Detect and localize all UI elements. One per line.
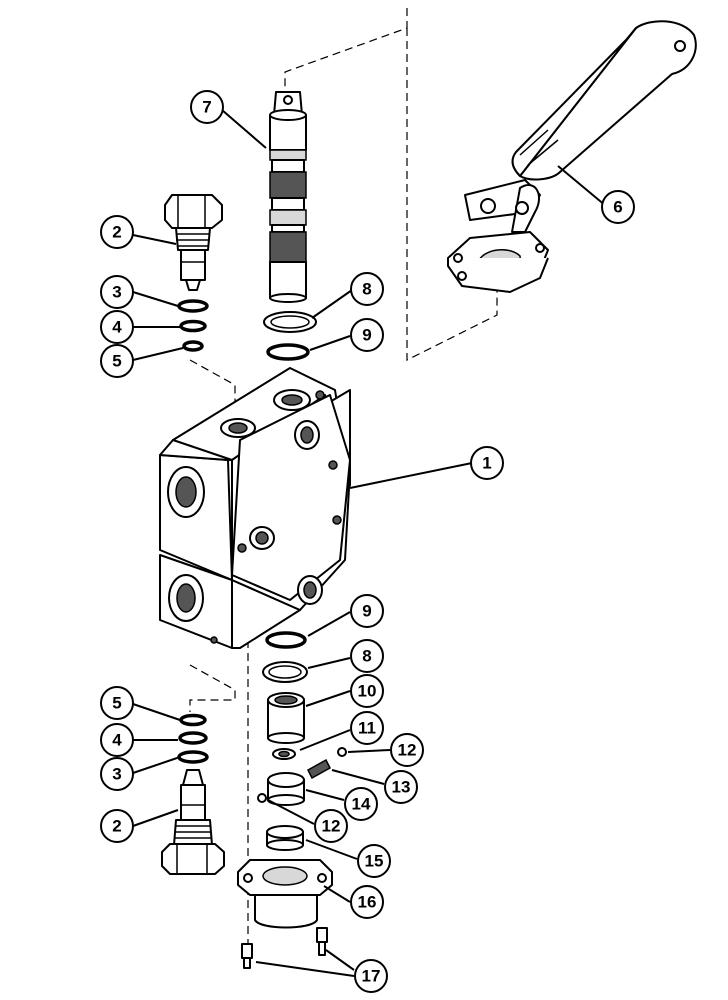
upper-orings — [177, 299, 209, 352]
callout-15: 15 — [357, 844, 391, 878]
upper-washer-and-oring — [263, 311, 317, 361]
callout-16-label: 16 — [358, 893, 377, 912]
callout-3-upper-label: 3 — [112, 283, 121, 302]
callout-2-upper: 2 — [100, 215, 134, 249]
callout-11: 11 — [350, 711, 384, 745]
callout-9-lower: 9 — [350, 594, 384, 628]
callout-5-upper-label: 5 — [112, 352, 121, 371]
detent-parts — [257, 747, 347, 851]
callout-2-lower: 2 — [100, 809, 134, 843]
callout-9-lower-label: 9 — [362, 602, 371, 621]
end-cap — [237, 859, 333, 929]
callout-8-lower: 8 — [350, 639, 384, 673]
callout-8-lower-label: 8 — [362, 647, 371, 666]
sleeve — [267, 692, 305, 744]
lower-orings — [177, 713, 209, 764]
callout-13-label: 13 — [392, 778, 411, 797]
callout-10: 10 — [350, 674, 384, 708]
callout-2-upper-label: 2 — [112, 223, 121, 242]
callout-4-lower: 4 — [100, 723, 134, 757]
callout-4-upper-label: 4 — [112, 318, 122, 337]
callout-9-upper: 9 — [350, 318, 384, 352]
callout-1-label: 1 — [482, 454, 491, 473]
callout-3-upper: 3 — [100, 275, 134, 309]
callout-17-label: 17 — [362, 967, 381, 986]
callout-4-lower-label: 4 — [112, 731, 122, 750]
callout-3-lower-label: 3 — [112, 765, 121, 784]
leader-lines — [132, 109, 607, 977]
assembly-centerlines — [189, 8, 498, 950]
control-lever-assembly — [447, 20, 697, 293]
valve-body — [159, 367, 351, 649]
cap-bolts — [241, 927, 328, 969]
callout-3-lower: 3 — [100, 757, 134, 791]
upper-relief-valve — [164, 194, 223, 291]
callout-6-label: 6 — [613, 198, 622, 217]
callout-5-upper: 5 — [100, 344, 134, 378]
callout-17: 17 — [354, 959, 388, 993]
callout-12-lower-label: 12 — [322, 817, 341, 836]
callout-12-lower: 12 — [314, 809, 348, 843]
callout-12-upper: 12 — [390, 733, 424, 767]
callout-12-upper-label: 12 — [398, 741, 417, 760]
callout-8-upper: 8 — [350, 272, 384, 306]
lower-relief-valve — [161, 769, 225, 875]
callout-11-label: 11 — [358, 719, 376, 738]
callout-1: 1 — [470, 446, 504, 480]
lower-oring-and-washer — [262, 631, 308, 683]
callout-13: 13 — [384, 770, 418, 804]
callout-2-lower-label: 2 — [112, 817, 121, 836]
callout-10-label: 10 — [358, 682, 377, 701]
callout-5-lower: 5 — [100, 686, 134, 720]
callout-6: 6 — [601, 190, 635, 224]
callout-8-upper-label: 8 — [362, 280, 371, 299]
callout-15-label: 15 — [365, 852, 384, 871]
callout-7-label: 7 — [202, 98, 211, 117]
callout-5-lower-label: 5 — [112, 694, 121, 713]
callout-16: 16 — [350, 885, 384, 919]
spool — [269, 91, 307, 303]
callout-9-upper-label: 9 — [362, 326, 371, 345]
callout-14-label: 14 — [352, 795, 371, 814]
callout-7: 7 — [190, 90, 224, 124]
callout-14: 14 — [344, 787, 378, 821]
callout-4-upper: 4 — [100, 310, 134, 344]
